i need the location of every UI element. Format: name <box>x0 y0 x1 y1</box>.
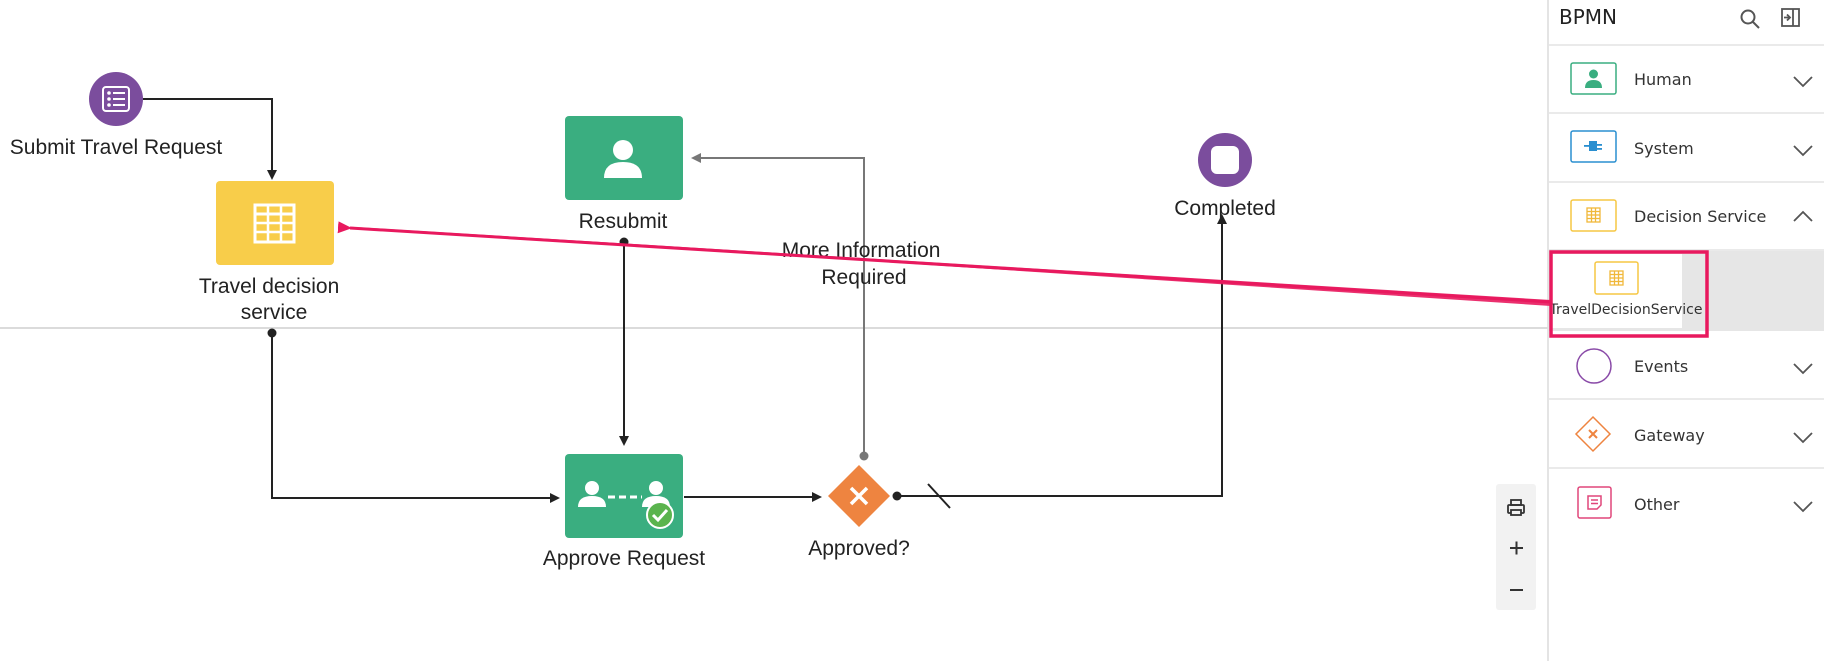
plug-icon <box>1584 141 1602 151</box>
diamond-x-icon <box>1574 415 1612 453</box>
flow-source-dot <box>892 491 902 501</box>
search-icon <box>1740 9 1760 29</box>
palette-category-other[interactable]: Other <box>1577 486 1813 519</box>
stop-icon <box>1211 146 1239 174</box>
chevron-down-icon <box>1793 363 1813 375</box>
palette-category-decision-service[interactable]: Decision Service <box>1570 199 1813 232</box>
palette-category-human[interactable]: Human <box>1549 46 1824 113</box>
flow-gateway-to-resubmit[interactable] <box>691 153 865 456</box>
zoom-controls <box>1496 484 1536 610</box>
approval-icon <box>578 481 674 529</box>
table-icon <box>1586 207 1601 223</box>
palette-collapse-button[interactable] <box>1781 8 1800 27</box>
node-label-completed: Completed <box>1174 197 1276 220</box>
palette-category-system[interactable]: System <box>1570 130 1813 163</box>
human-task-approve-request[interactable] <box>565 454 683 538</box>
node-label-resubmit: Resubmit <box>579 210 668 233</box>
palette-category-label: Gateway <box>1634 426 1705 445</box>
palette-category-gateway[interactable]: Gateway <box>1574 415 1813 453</box>
palette-item-label: TravelDecisionService <box>1549 302 1703 318</box>
palette-item-travel-decision-service[interactable]: TravelDecisionService <box>1549 254 1703 328</box>
table-icon <box>253 203 296 244</box>
form-icon <box>102 86 130 112</box>
circle-icon <box>1576 348 1612 384</box>
palette-category-label: Decision Service <box>1634 207 1766 226</box>
palette-category-label: Human <box>1634 70 1692 89</box>
zoom-out-button[interactable] <box>1500 574 1532 606</box>
palette-category-label: Events <box>1634 357 1688 376</box>
bpmn-palette: BPMN Human <box>1547 0 1824 661</box>
start-event-submit-travel-request[interactable] <box>89 72 143 126</box>
node-label-approve-request: Approve Request <box>543 547 705 570</box>
drag-annotation-arrow <box>337 221 1552 306</box>
chevron-down-icon <box>1793 432 1813 444</box>
exclusive-gateway-approved[interactable] <box>828 465 890 527</box>
decision-task-travel-decision-service[interactable] <box>216 181 334 265</box>
chevron-up-icon <box>1793 210 1813 222</box>
palette-category-label: Other <box>1634 495 1680 514</box>
plus-icon <box>1510 541 1523 555</box>
node-label-approved: Approved? <box>808 537 910 560</box>
close-x-icon <box>849 486 869 506</box>
person-icon <box>1585 69 1602 88</box>
flow-decision-to-approve[interactable] <box>271 333 560 503</box>
print-button[interactable] <box>1500 490 1532 522</box>
zoom-in-button[interactable] <box>1500 532 1532 564</box>
chevron-down-icon <box>1793 76 1813 88</box>
flow-source-dot <box>267 328 277 338</box>
end-event-completed[interactable] <box>1198 133 1252 187</box>
palette-category-events[interactable]: Events <box>1576 348 1813 384</box>
human-task-resubmit[interactable] <box>565 116 683 200</box>
node-label-travel-decision-service: Travel decision service <box>199 275 345 324</box>
palette-search-button[interactable] <box>1740 9 1760 29</box>
palette-category-label: System <box>1634 139 1694 158</box>
flow-source-dot <box>859 451 869 461</box>
node-label-submit-travel-request: Submit Travel Request <box>10 136 223 159</box>
collapse-panel-icon <box>1781 8 1800 27</box>
flow-start-to-decision[interactable] <box>143 98 277 180</box>
default-flow-marker <box>927 483 951 509</box>
chevron-down-icon <box>1793 145 1813 157</box>
highlight-box <box>1549 250 1709 338</box>
palette-title: BPMN <box>1559 5 1617 29</box>
flow-gateway-to-completed[interactable] <box>897 214 1227 497</box>
print-icon <box>1507 499 1525 516</box>
note-icon <box>1587 495 1602 510</box>
table-icon <box>1609 270 1624 286</box>
chevron-down-icon <box>1793 501 1813 513</box>
person-icon <box>604 140 642 178</box>
sequence-flows <box>143 98 1227 509</box>
